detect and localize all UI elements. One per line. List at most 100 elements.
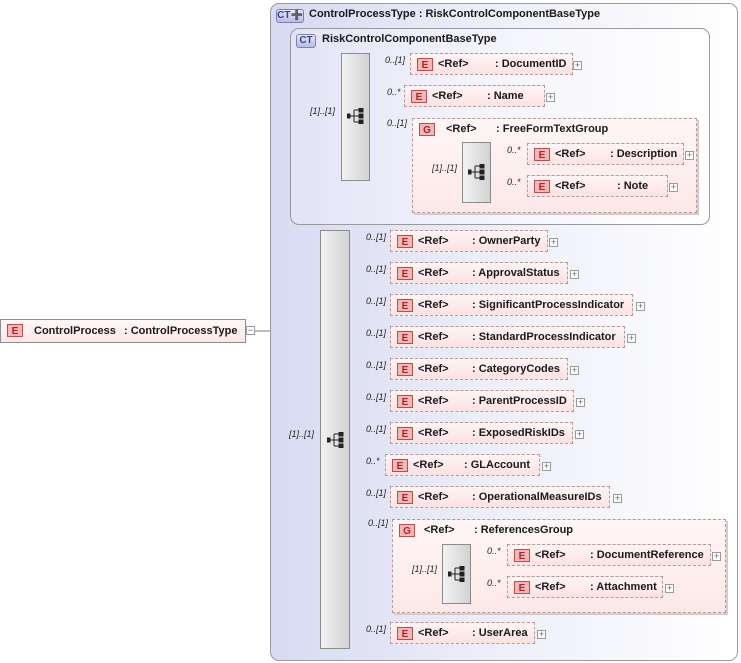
cardinality: 0..[1]: [385, 55, 406, 65]
expand-toggle[interactable]: +: [613, 493, 622, 503]
element-name: : StandardProcessIndicator: [472, 331, 616, 343]
element-name: : ParentProcessID: [472, 395, 567, 407]
root-element-control-process[interactable]: E ControlProcess : ControlProcessType: [0, 319, 246, 343]
ref-label: <Ref>: [418, 235, 449, 247]
expand-toggle[interactable]: +: [576, 397, 585, 407]
expand-toggle[interactable]: +: [549, 237, 558, 247]
cardinality: 0..[1]: [387, 118, 408, 128]
element-badge-icon: E: [397, 395, 413, 408]
element-owner-party[interactable]: E <Ref> : OwnerParty: [390, 230, 548, 252]
cardinality: 0..[1]: [366, 328, 387, 338]
root-element-type: : ControlProcessType: [124, 325, 238, 337]
element-name: : DocumentReference: [590, 549, 704, 561]
element-name[interactable]: E <Ref> : Name: [404, 85, 545, 107]
ref-label: <Ref>: [418, 267, 449, 279]
group-badge-icon: G: [399, 524, 415, 537]
ref-label: <Ref>: [418, 363, 449, 375]
element-user-area[interactable]: E <Ref> : UserArea: [390, 622, 535, 644]
expand-toggle[interactable]: +: [546, 92, 555, 102]
inner-sequence-cardinality: [1]..[1]: [310, 106, 336, 116]
element-exposed-risk-ids[interactable]: E <Ref> : ExposedRiskIDs: [390, 422, 573, 444]
expand-toggle[interactable]: +: [712, 551, 721, 561]
ref-label: <Ref>: [418, 427, 449, 439]
element-badge-icon: E: [514, 549, 530, 562]
element-operational-measure-ids[interactable]: E <Ref> : OperationalMeasureIDs: [390, 486, 610, 508]
element-parent-process-id[interactable]: E <Ref> : ParentProcessID: [390, 390, 574, 412]
element-badge-icon: E: [417, 58, 433, 71]
cardinality: 0..[1]: [366, 424, 387, 434]
group-sequence-cardinality: [1]..[1]: [432, 163, 458, 173]
expand-toggle[interactable]: +: [542, 461, 551, 471]
ref-label: <Ref>: [535, 581, 566, 593]
ref-label: <Ref>: [418, 299, 449, 311]
element-significant-process-indicator[interactable]: E <Ref> : SignificantProcessIndicator: [390, 294, 633, 316]
expand-toggle[interactable]: +: [570, 269, 579, 279]
cardinality: 0..[1]: [366, 624, 387, 634]
ref-label: <Ref>: [535, 549, 566, 561]
cardinality: 0..[1]: [366, 232, 387, 242]
expand-toggle[interactable]: +: [636, 301, 645, 311]
ref-label: <Ref>: [418, 331, 449, 343]
element-name: : ApprovalStatus: [472, 267, 560, 279]
cardinality: 0..*: [507, 177, 521, 187]
ref-label: <Ref>: [413, 459, 444, 471]
element-name: : ExposedRiskIDs: [472, 427, 565, 439]
ref-label: <Ref>: [432, 90, 463, 102]
ref-label: <Ref>: [424, 524, 455, 536]
sequence-icon: [468, 164, 485, 180]
element-badge-icon: E: [534, 180, 550, 193]
outer-sequence-cardinality: [1]..[1]: [289, 429, 315, 439]
expand-toggle[interactable]: +: [575, 429, 584, 439]
element-name: : OperationalMeasureIDs: [472, 491, 602, 503]
complex-type-icon: CT: [296, 34, 316, 48]
element-approval-status[interactable]: E <Ref> : ApprovalStatus: [390, 262, 568, 284]
element-name: : SignificantProcessIndicator: [472, 299, 625, 311]
element-description[interactable]: E <Ref> : Description: [527, 143, 684, 165]
complex-type-extension-icon: CT➕: [276, 9, 304, 23]
group-name: : ReferencesGroup: [474, 524, 574, 536]
root-element-name: ControlProcess: [34, 325, 116, 337]
element-note[interactable]: E <Ref> : Note: [527, 175, 668, 197]
group-free-form-text-group[interactable]: G <Ref> : FreeFormTextGroup: [412, 118, 697, 213]
element-badge-icon: E: [411, 90, 427, 103]
element-attachment[interactable]: E <Ref> : Attachment: [507, 576, 663, 598]
element-name: : CategoryCodes: [472, 363, 561, 375]
inner-sequence-compositor[interactable]: [341, 53, 370, 181]
group-sequence-cardinality: [1]..[1]: [412, 564, 438, 574]
expand-toggle[interactable]: +: [537, 629, 546, 639]
element-category-codes[interactable]: E <Ref> : CategoryCodes: [390, 358, 568, 380]
element-badge-icon: E: [397, 235, 413, 248]
element-document-id[interactable]: E <Ref> : DocumentID: [410, 53, 573, 75]
element-name: : Note: [617, 180, 649, 192]
inner-type-title: RiskControlComponentBaseType: [322, 33, 497, 45]
cardinality: 0..*: [507, 145, 521, 155]
element-gl-account[interactable]: E <Ref> : GLAccount: [385, 454, 540, 476]
group-badge-icon: G: [419, 123, 435, 136]
cardinality: 0..[1]: [366, 360, 387, 370]
cardinality: 0..*: [366, 456, 380, 466]
cardinality: 0..[1]: [366, 488, 387, 498]
cardinality: 0..[1]: [366, 296, 387, 306]
cardinality: 0..[1]: [368, 518, 389, 528]
element-name-label: : Name: [487, 90, 524, 102]
element-standard-process-indicator[interactable]: E <Ref> : StandardProcessIndicator: [390, 326, 625, 348]
ref-label: <Ref>: [438, 58, 469, 70]
expand-toggle[interactable]: +: [665, 583, 674, 593]
group-name: : FreeFormTextGroup: [496, 123, 609, 135]
expand-toggle[interactable]: +: [573, 60, 582, 70]
cardinality: 0..[1]: [366, 392, 387, 402]
element-document-reference[interactable]: E <Ref> : DocumentReference: [507, 544, 711, 566]
ref-label: <Ref>: [418, 627, 449, 639]
expand-toggle[interactable]: +: [685, 150, 694, 160]
element-badge-icon: E: [397, 299, 413, 312]
collapse-toggle[interactable]: −: [246, 325, 255, 335]
ref-label: <Ref>: [418, 395, 449, 407]
element-badge-icon: E: [397, 331, 413, 344]
expand-toggle[interactable]: +: [627, 333, 636, 343]
element-badge-icon: E: [534, 148, 550, 161]
element-badge-icon: E: [397, 267, 413, 280]
expand-toggle[interactable]: +: [669, 182, 678, 192]
element-name: : Description: [610, 148, 678, 160]
expand-toggle[interactable]: +: [570, 365, 579, 375]
cardinality: 0..*: [387, 87, 401, 97]
